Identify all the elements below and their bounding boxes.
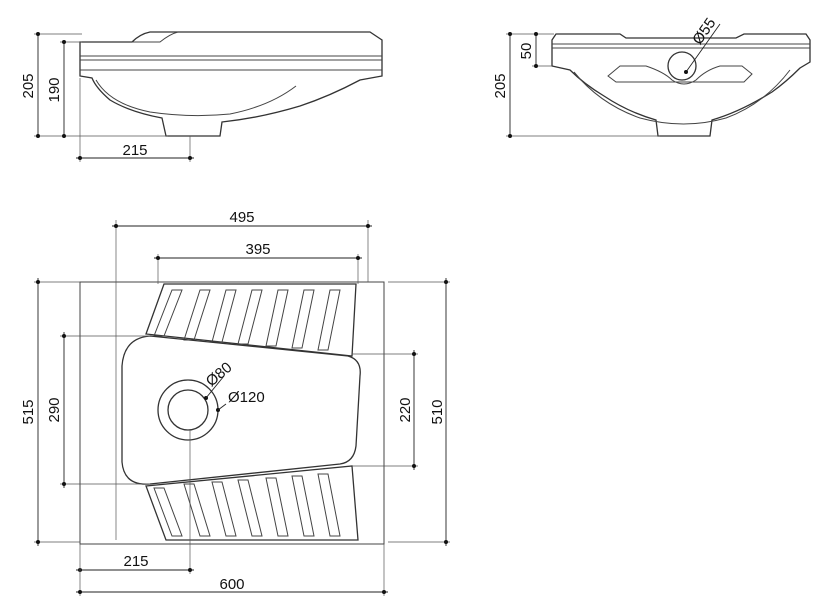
tread-slot bbox=[237, 289, 263, 345]
tread-slot bbox=[265, 289, 289, 347]
front-view-height-205-label: 205 bbox=[492, 73, 509, 98]
dimension-arrow-dot bbox=[62, 134, 66, 138]
dimension-arrow-dot bbox=[188, 568, 192, 572]
dimension-arrow-dot bbox=[444, 280, 448, 284]
tread-slot bbox=[211, 289, 237, 343]
side-view-bowl-curve bbox=[95, 79, 297, 117]
side-view: 205 190 215 bbox=[20, 31, 383, 162]
side-view-body-outline bbox=[79, 31, 383, 137]
front-view-leader-line bbox=[685, 23, 721, 73]
tread-slot bbox=[211, 481, 237, 537]
dimension-arrow-dot bbox=[62, 482, 66, 486]
plan-view-outlet-inner bbox=[167, 389, 209, 431]
plan-view-outer-frame bbox=[79, 281, 385, 545]
dimension-arrow-dot bbox=[356, 256, 360, 260]
tread-slot bbox=[153, 487, 183, 537]
plan-view-upper-slots bbox=[153, 289, 341, 351]
tread-slot bbox=[183, 483, 211, 537]
plan-view-bowl bbox=[121, 335, 361, 485]
plan-view-leader-line bbox=[205, 375, 225, 399]
plan-view-lower-slots bbox=[153, 473, 341, 537]
tread-slot bbox=[265, 477, 289, 537]
tread-slot bbox=[183, 289, 211, 341]
plan-view-width-600-label: 600 bbox=[219, 576, 244, 593]
dimension-arrow-dot bbox=[36, 540, 40, 544]
dimension-arrow-dot bbox=[78, 590, 82, 594]
tread-slot bbox=[237, 479, 263, 537]
dimension-arrow-dot bbox=[684, 70, 688, 74]
side-view-offset-215-label: 215 bbox=[122, 142, 147, 159]
tread-slot bbox=[291, 475, 315, 537]
plan-view-leader-line bbox=[217, 403, 227, 411]
plan-view: Ø80 Ø120 495 395 515 290 bbox=[20, 209, 450, 596]
plan-view-outlet-outer bbox=[157, 379, 219, 441]
side-view-height-190-label: 190 bbox=[46, 77, 63, 102]
dimension-arrow-dot bbox=[444, 540, 448, 544]
plan-view-width-495-label: 495 bbox=[229, 209, 254, 226]
dimension-arrow-dot bbox=[508, 32, 512, 36]
dimension-arrow-dot bbox=[188, 156, 192, 160]
side-view-tread-edge bbox=[132, 31, 179, 43]
dimension-arrow-dot bbox=[382, 590, 386, 594]
dimension-arrow-dot bbox=[62, 40, 66, 44]
dimension-arrow-dot bbox=[114, 224, 118, 228]
dimension-arrow-dot bbox=[36, 32, 40, 36]
dimension-arrow-dot bbox=[534, 32, 538, 36]
plan-view-width-395-label: 395 bbox=[245, 241, 270, 258]
dimension-arrow-dot bbox=[36, 280, 40, 284]
plan-view-diameter-120-label: Ø120 bbox=[228, 389, 265, 406]
dimension-arrow-dot bbox=[62, 334, 66, 338]
plan-view-depth-515-label: 515 bbox=[20, 399, 37, 424]
plan-view-diameter-80-label: Ø80 bbox=[203, 359, 236, 390]
side-view-height-205-label: 205 bbox=[20, 73, 37, 98]
dimension-arrow-dot bbox=[534, 64, 538, 68]
tread-slot bbox=[317, 473, 341, 537]
front-view-tread-profile bbox=[607, 65, 753, 85]
front-view-depth-50-label: 50 bbox=[518, 43, 535, 60]
dimension-arrow-dot bbox=[508, 134, 512, 138]
dimension-arrow-dot bbox=[412, 464, 416, 468]
dimension-arrow-dot bbox=[366, 224, 370, 228]
dimension-arrow-dot bbox=[78, 156, 82, 160]
front-view-inner-curve bbox=[573, 69, 791, 125]
plan-view-depth-290-label: 290 bbox=[46, 397, 63, 422]
dimension-arrow-dot bbox=[36, 134, 40, 138]
plan-view-offset-215-label: 215 bbox=[123, 553, 148, 570]
dimension-arrow-dot bbox=[412, 352, 416, 356]
front-view-body-outline bbox=[551, 33, 811, 137]
plan-view-depth-220-label: 220 bbox=[397, 397, 414, 422]
front-view: 205 50 Ø55 bbox=[492, 15, 811, 138]
tread-slot bbox=[153, 289, 183, 337]
plan-view-upper-tread bbox=[145, 283, 357, 357]
tread-slot bbox=[291, 289, 315, 349]
dimension-arrow-dot bbox=[156, 256, 160, 260]
tread-slot bbox=[317, 289, 341, 351]
front-view-outlet-hole bbox=[667, 51, 697, 81]
plan-view-depth-510-label: 510 bbox=[429, 399, 446, 424]
plan-view-lower-tread bbox=[145, 465, 359, 541]
